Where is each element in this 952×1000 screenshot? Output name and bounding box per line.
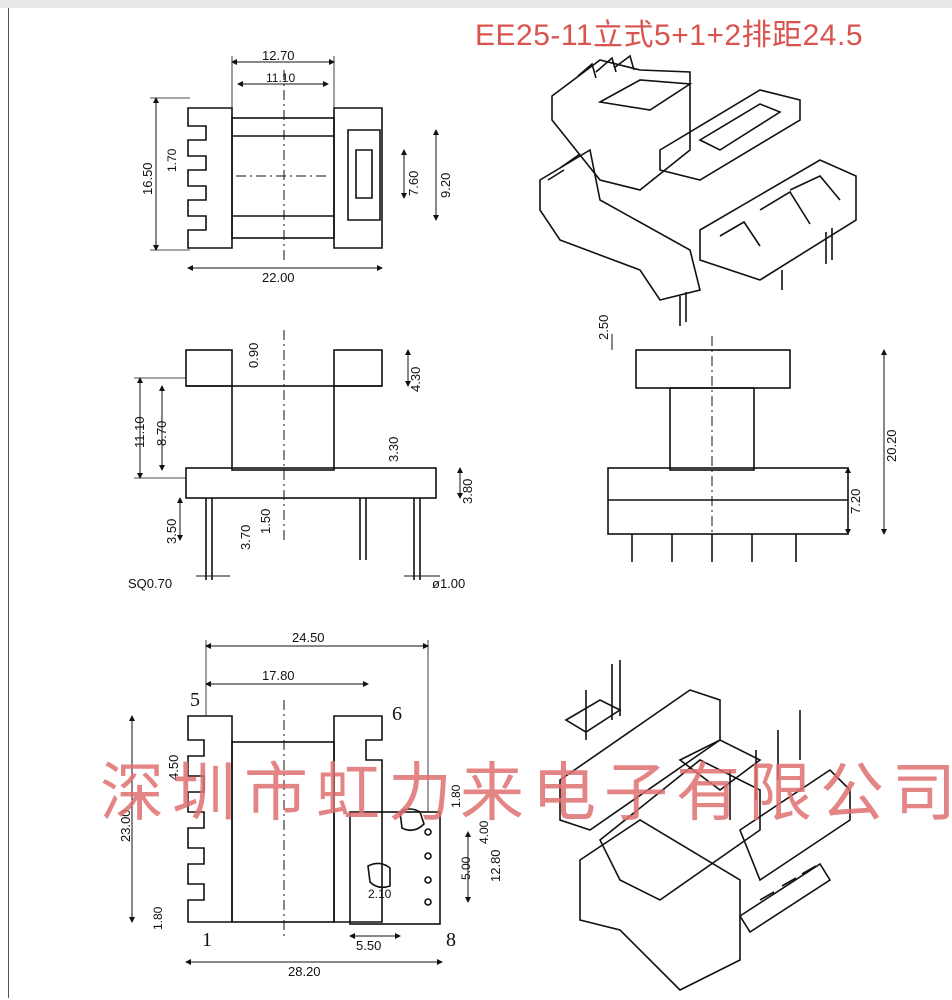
- front-view: [134, 330, 463, 580]
- bottom-dim-row-spacing: 24.50: [292, 630, 325, 645]
- top-dim-total-width: 22.00: [262, 270, 295, 285]
- front-dim-top: 4.30: [408, 367, 423, 392]
- bottom-dim-f: 5.50: [356, 938, 381, 953]
- pin-label-1: 1: [202, 929, 212, 951]
- drawing-frame: [8, 8, 952, 998]
- top-dim-slot-outer: 9.20: [438, 173, 453, 198]
- top-dim-width-core: 11.10: [266, 71, 295, 85]
- front-dim-pin-b: 1.50: [258, 509, 273, 534]
- pin-label-8: 8: [446, 929, 456, 951]
- company-watermark: 深圳市虹力来电子有限公司: [100, 757, 952, 831]
- bottom-dim-edge: 1.80: [151, 906, 165, 930]
- top-view: [150, 56, 439, 271]
- top-dim-slot: 7.60: [406, 171, 421, 196]
- front-dim-step: 3.30: [386, 437, 401, 462]
- front-dim-pin-len: 3.50: [164, 519, 179, 544]
- side-dim-total-height: 20.20: [884, 429, 899, 462]
- bottom-dim-inner: 17.80: [262, 668, 295, 683]
- top-dim-height: 16.50: [140, 162, 155, 195]
- side-dim-base: 7.20: [848, 489, 863, 514]
- bottom-dim-total-width: 28.20: [288, 964, 321, 979]
- front-pin-round: ø1.00: [432, 576, 465, 591]
- isometric-view-bottom: [559, 660, 851, 991]
- top-bar: [0, 0, 952, 8]
- bottom-view: [129, 640, 471, 965]
- isometric-view-top: [539, 54, 857, 326]
- front-dim-pin-a: 3.70: [238, 525, 253, 550]
- front-dim-window: 8.70: [154, 421, 169, 446]
- front-dim-base: 3.80: [460, 479, 475, 504]
- bottom-dim-b: 4.00: [477, 820, 491, 844]
- top-dim-width-inner: 12.70: [262, 48, 295, 63]
- bottom-dim-e: 2.10: [368, 887, 392, 901]
- side-dim-top: 2.50: [596, 315, 611, 340]
- bottom-dim-height: 23.00: [118, 809, 133, 842]
- front-dim-flange: 0.90: [246, 343, 261, 368]
- bottom-dim-pitch: 4.50: [166, 755, 181, 780]
- front-pin-square: SQ0.70: [128, 576, 172, 591]
- pin-label-5: 5: [190, 689, 200, 711]
- bottom-dim-d: 12.80: [488, 849, 503, 882]
- page-title: EE25-11立式5+1+2排距24.5: [475, 19, 864, 52]
- front-dim-core-height: 11.10: [132, 416, 147, 448]
- side-view: [607, 334, 887, 562]
- top-dim-pitch: 1.70: [165, 148, 179, 172]
- bottom-dim-c: 5.00: [459, 856, 473, 880]
- pin-label-6: 6: [392, 703, 402, 725]
- bottom-dim-a: 1.80: [449, 784, 463, 808]
